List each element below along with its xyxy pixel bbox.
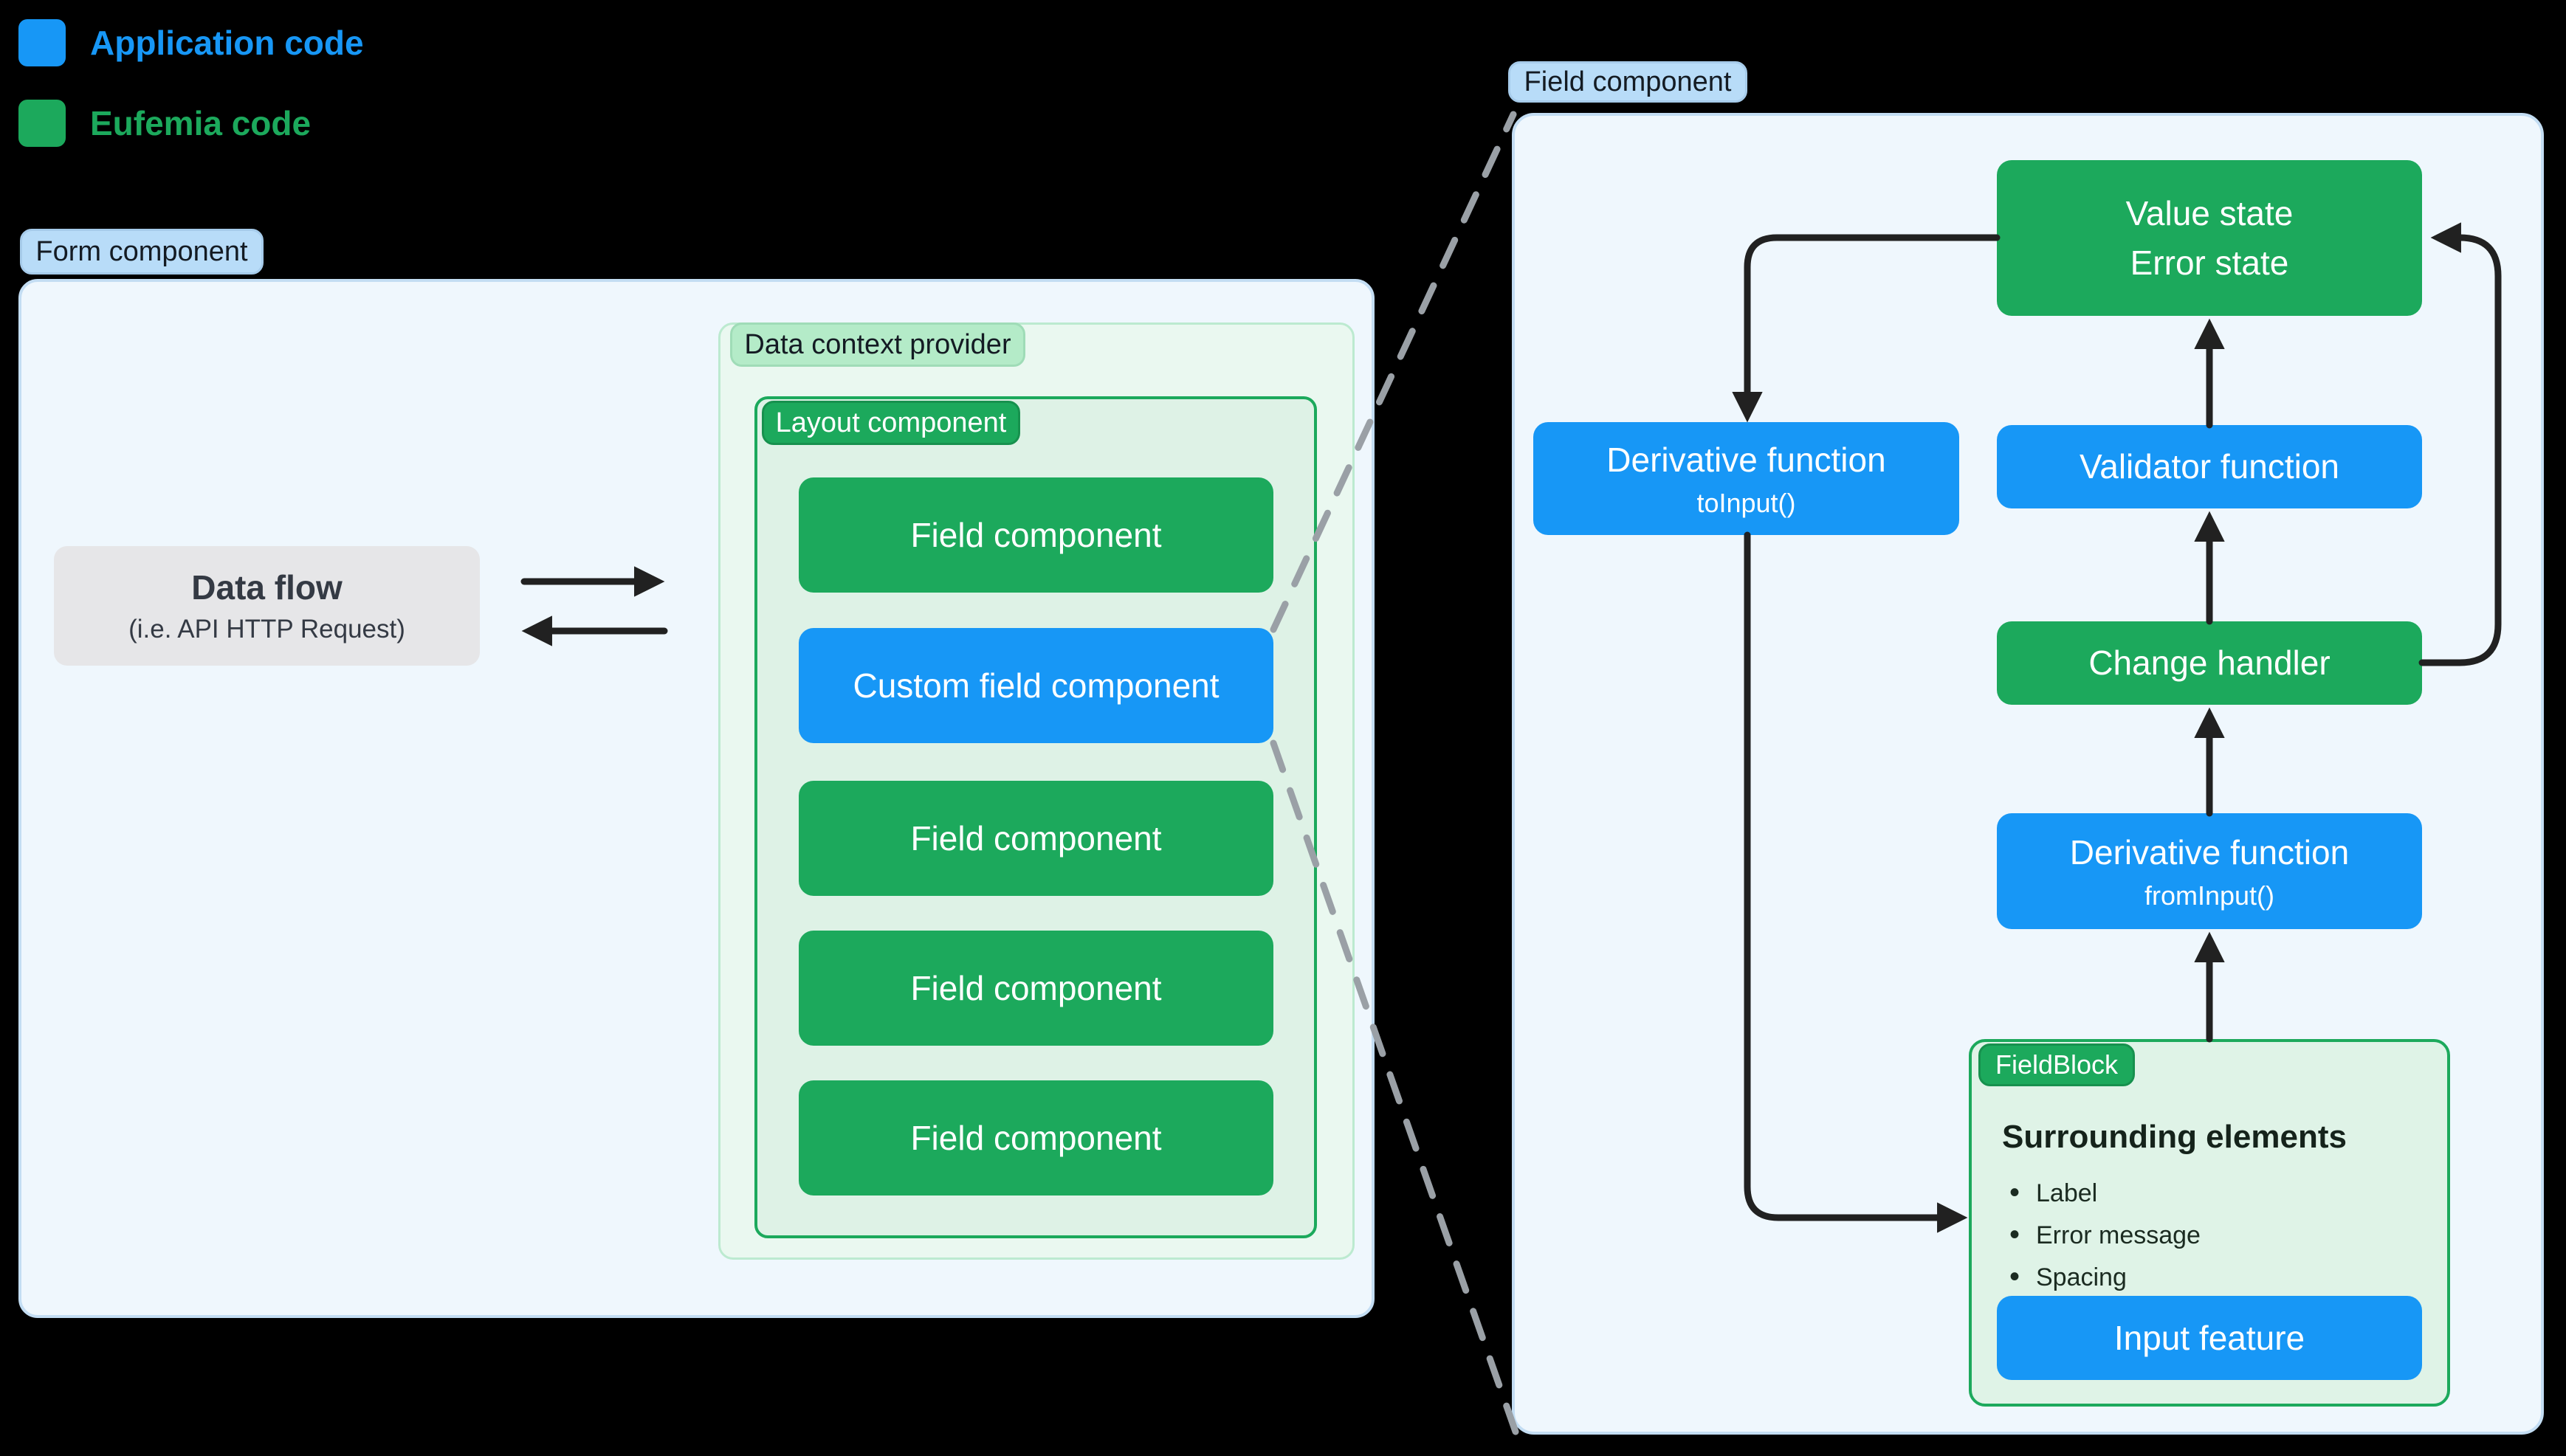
custom-field-component-box: Custom field component bbox=[799, 628, 1273, 743]
change-handler-box: Change handler bbox=[1997, 621, 2422, 705]
form-component-label: Form component bbox=[20, 229, 264, 275]
list-item: Error message bbox=[2002, 1218, 2201, 1252]
field-component-box: Field component bbox=[799, 931, 1273, 1046]
validator-function-box: Validator function bbox=[1997, 425, 2422, 508]
legend-label-application: Application code bbox=[90, 24, 364, 62]
error-state-line2: Error state bbox=[2130, 243, 2289, 282]
field-component-box-label: Field component bbox=[910, 1118, 1162, 1157]
eufemia-code-swatch-icon bbox=[18, 100, 66, 147]
list-item: Spacing bbox=[2002, 1260, 2201, 1294]
surrounding-elements-list: Label Error message Spacing bbox=[2002, 1166, 2201, 1294]
derivative-function-frominput-box: Derivative function fromInput() bbox=[1997, 813, 2422, 929]
field-component-box: Field component bbox=[799, 781, 1273, 896]
data-context-provider-label: Data context provider bbox=[730, 322, 1025, 367]
validator-function-label: Validator function bbox=[2079, 447, 2340, 486]
application-code-swatch-icon bbox=[18, 19, 66, 66]
change-handler-label: Change handler bbox=[2088, 644, 2331, 683]
layout-component-label: Layout component bbox=[762, 401, 1020, 445]
derivative-frominput-subtitle: fromInput() bbox=[2144, 880, 2275, 911]
field-component-box: Field component bbox=[799, 477, 1273, 593]
value-state-line1: Value state bbox=[2125, 193, 2294, 232]
input-feature-box: Input feature bbox=[1997, 1296, 2422, 1380]
derivative-toinput-title: Derivative function bbox=[1606, 440, 1886, 479]
field-component-detail-label: Field component bbox=[1508, 61, 1747, 103]
fieldblock-label: FieldBlock bbox=[1978, 1043, 2135, 1086]
field-component-box-label: Field component bbox=[910, 968, 1162, 1007]
derivative-toinput-subtitle: toInput() bbox=[1696, 487, 1796, 518]
value-state-box: Value state Error state bbox=[1997, 160, 2422, 316]
field-component-box: Field component bbox=[799, 1080, 1273, 1195]
data-flow-title: Data flow bbox=[191, 568, 343, 607]
derivative-frominput-title: Derivative function bbox=[2069, 832, 2350, 872]
derivative-function-toinput-box: Derivative function toInput() bbox=[1533, 422, 1959, 535]
field-component-box-label: Field component bbox=[910, 818, 1162, 858]
data-flow-subtitle: (i.e. API HTTP Request) bbox=[128, 615, 405, 644]
legend-label-eufemia: Eufemia code bbox=[90, 104, 312, 142]
surrounding-elements-heading: Surrounding elements bbox=[2002, 1119, 2347, 1155]
input-feature-label: Input feature bbox=[2113, 1318, 2305, 1357]
custom-field-component-box-label: Custom field component bbox=[853, 666, 1220, 705]
field-component-box-label: Field component bbox=[910, 515, 1162, 554]
list-item: Label bbox=[2002, 1176, 2201, 1210]
data-flow-box: Data flow (i.e. API HTTP Request) bbox=[54, 546, 480, 666]
